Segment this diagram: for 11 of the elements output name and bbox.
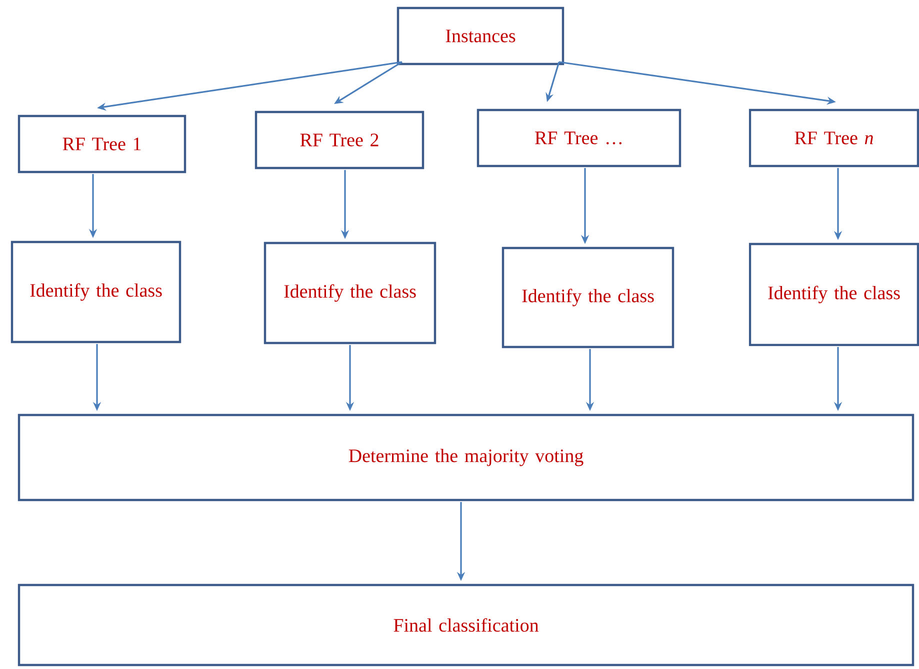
- process-box: RF Tree …: [476, 108, 682, 168]
- process-box: RF Tree 2: [254, 110, 424, 170]
- process-box: Final classification: [18, 584, 914, 666]
- process-box: Identify the class: [10, 240, 182, 344]
- process-box: Identify the class: [264, 242, 436, 344]
- process-box: Determine the majority voting: [18, 414, 914, 502]
- process-box: RF Tree n: [748, 108, 919, 168]
- process-box: Instances: [396, 6, 564, 66]
- process-box: Identify the class: [748, 242, 919, 346]
- process-box: Identify the class: [502, 246, 674, 348]
- process-box: RF Tree 1: [18, 114, 186, 174]
